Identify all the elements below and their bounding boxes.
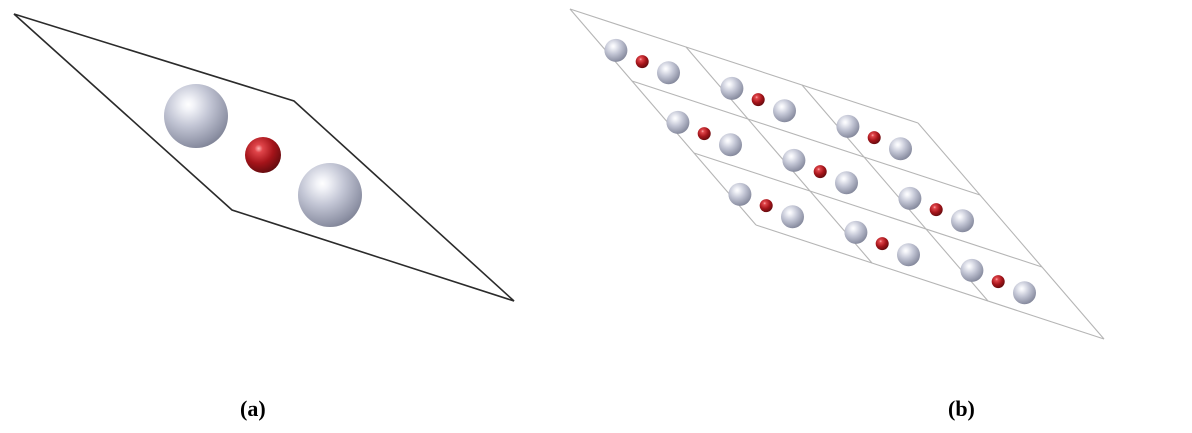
metal-atom bbox=[666, 110, 690, 134]
metal-atom bbox=[781, 205, 804, 229]
metal-atom bbox=[164, 84, 228, 148]
oxygen-atom bbox=[759, 199, 773, 213]
caption-a: (a) bbox=[240, 396, 266, 421]
cell-edge bbox=[685, 46, 873, 264]
oxygen-atom bbox=[929, 203, 943, 217]
metal-atom bbox=[720, 76, 744, 100]
oxygen-atom bbox=[991, 275, 1005, 289]
metal-atom bbox=[836, 114, 860, 138]
cell-edge bbox=[693, 152, 1043, 268]
cell-edge bbox=[631, 80, 981, 196]
metal-atom bbox=[897, 243, 920, 267]
oxygen-atom bbox=[635, 55, 649, 69]
cell-edge bbox=[755, 224, 1105, 340]
metal-atom bbox=[719, 133, 742, 157]
panel-a bbox=[13, 13, 515, 302]
cell-edge bbox=[569, 8, 919, 124]
supercell-grid bbox=[569, 8, 1105, 340]
metal-atom bbox=[844, 220, 868, 244]
cell-edge bbox=[801, 84, 989, 302]
metal-atom bbox=[951, 209, 974, 233]
caption-b: (b) bbox=[948, 396, 975, 421]
oxygen-atom bbox=[813, 165, 827, 179]
metal-atom bbox=[1013, 281, 1036, 305]
oxygen-atom bbox=[245, 137, 281, 173]
cell-edge bbox=[569, 8, 757, 226]
metal-atom bbox=[728, 182, 752, 206]
metal-atom bbox=[604, 38, 628, 62]
oxygen-atom bbox=[867, 131, 881, 145]
metal-atom bbox=[889, 137, 912, 161]
metal-atom bbox=[898, 186, 922, 210]
metal-atom bbox=[835, 171, 858, 195]
cell-edge bbox=[917, 122, 1105, 340]
metal-atom bbox=[657, 61, 680, 85]
oxygen-atom bbox=[697, 127, 711, 141]
oxygen-atom bbox=[751, 93, 765, 107]
oxygen-atom bbox=[875, 237, 889, 251]
supercell-atoms bbox=[604, 38, 1036, 305]
metal-atom bbox=[960, 258, 984, 282]
unit-cell-a bbox=[13, 13, 515, 302]
metal-atom bbox=[782, 148, 806, 172]
metal-atom bbox=[773, 99, 796, 123]
panel-b bbox=[569, 8, 1105, 340]
metal-atom bbox=[298, 163, 362, 227]
